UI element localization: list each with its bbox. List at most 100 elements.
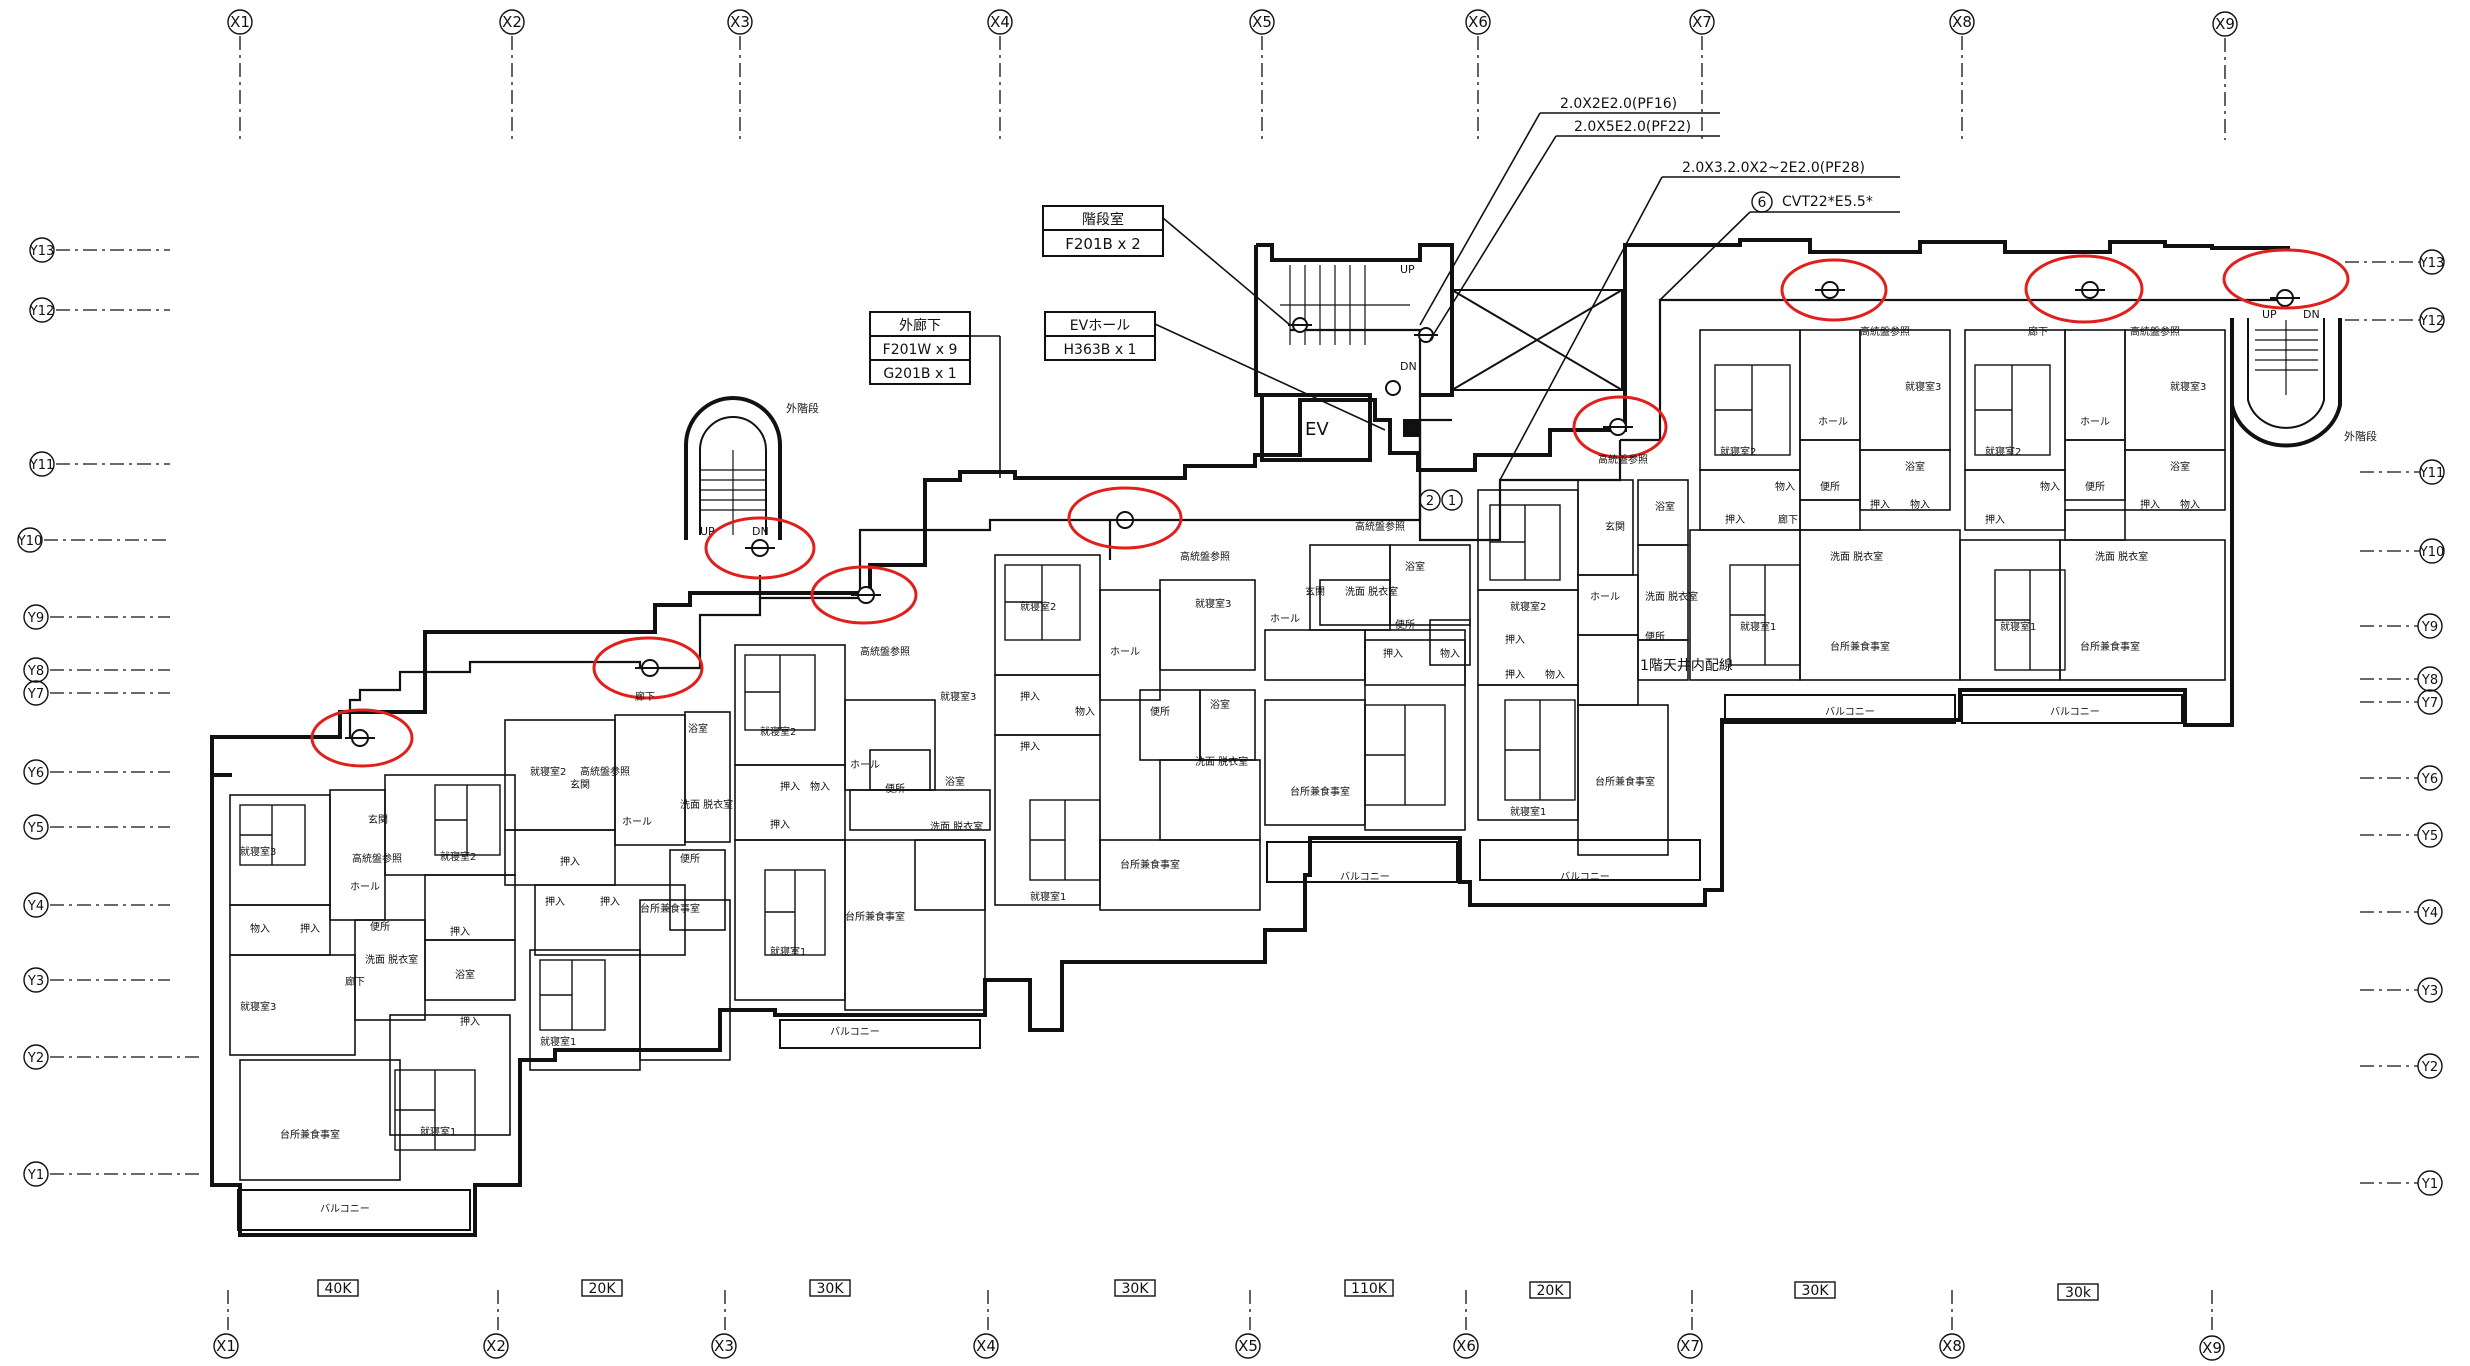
span-box: 40K bbox=[317, 1279, 359, 1297]
up-label-right: UP bbox=[2262, 308, 2277, 321]
svg-text:40K: 40K bbox=[325, 1281, 353, 1297]
room-label: 高統盤参照 bbox=[1598, 453, 1648, 466]
axis-bubble-y6-left: Y6 bbox=[23, 759, 170, 785]
room-label: 物入 bbox=[1545, 668, 1565, 681]
room-label: 玄関 bbox=[1305, 585, 1325, 598]
room-label: 就寝室1 bbox=[1510, 805, 1546, 818]
svg-text:1: 1 bbox=[1448, 494, 1456, 509]
room-label: ホール bbox=[1590, 591, 1620, 603]
room-label: ホール bbox=[1270, 613, 1300, 625]
room-label: 洗面 脱衣室 bbox=[930, 820, 983, 833]
fixture-symbol bbox=[745, 539, 775, 557]
svg-text:Y4: Y4 bbox=[2421, 906, 2438, 921]
axis-bubble-x7-bottom: X7 bbox=[1677, 1333, 1703, 1359]
y-axis-left: Y13 Y12 Y11 Y10 Y9 Y8 Y7 Y6 Y5 Y4 Y3 Y2 … bbox=[17, 237, 200, 1187]
axis-bubble-y2-left: Y2 bbox=[23, 1044, 200, 1070]
room-label: 高統盤参照 bbox=[860, 645, 910, 658]
axis-bubble-y12-right: Y12 bbox=[2345, 307, 2445, 333]
room-label: 就寝室3 bbox=[940, 690, 976, 703]
room-label: ホール bbox=[2080, 416, 2110, 428]
room-label: 物入 bbox=[250, 922, 270, 935]
room-label: ホール bbox=[1818, 416, 1848, 428]
room-label: 物入 bbox=[1440, 647, 1460, 660]
svg-text:Y3: Y3 bbox=[2421, 984, 2438, 999]
room-label: ホール bbox=[350, 881, 380, 893]
room-label: バルコニー bbox=[2050, 706, 2100, 718]
room-label: バルコニー bbox=[1560, 871, 1610, 883]
room-label: 台所兼食事室 bbox=[1120, 858, 1180, 871]
room-label: 押入 bbox=[460, 1015, 480, 1028]
svg-text:X7: X7 bbox=[1680, 1337, 1700, 1355]
svg-text:Y13: Y13 bbox=[2419, 256, 2444, 271]
span-box: 20K bbox=[581, 1279, 623, 1297]
room-label: 高統盤参照 bbox=[580, 765, 630, 778]
room-label: 押入 bbox=[1870, 498, 1890, 511]
fixture-symbol bbox=[1385, 380, 1401, 396]
room-label: 浴室 bbox=[2170, 460, 2190, 473]
svg-text:X8: X8 bbox=[1942, 1337, 1962, 1355]
room-label: 就寝室2 bbox=[440, 850, 476, 863]
axis-bubble-y5-left: Y5 bbox=[23, 814, 170, 840]
axis-bubble-y4-right: Y4 bbox=[2360, 899, 2443, 925]
axis-bubble-x7-top: X7 bbox=[1689, 9, 1715, 35]
ev-hall-value: H363B x 1 bbox=[1064, 342, 1137, 358]
stair-room-note: 階段室 F201B x 2 bbox=[1042, 205, 1291, 326]
svg-text:X7: X7 bbox=[1692, 13, 1712, 31]
ceiling-wiring-note: 1階天井内配線 bbox=[1640, 658, 1733, 674]
room-label: 押入 bbox=[780, 780, 800, 793]
svg-text:Y2: Y2 bbox=[27, 1051, 44, 1066]
corridor-fixtures bbox=[345, 281, 2300, 747]
tatami-mats bbox=[239, 364, 2066, 1151]
axis-bubble-x6-top: X6 bbox=[1465, 9, 1491, 35]
axis-bubble-y9-left: Y9 bbox=[23, 604, 170, 630]
svg-text:Y8: Y8 bbox=[27, 664, 44, 679]
svg-text:X4: X4 bbox=[976, 1337, 996, 1355]
room-label: 浴室 bbox=[945, 775, 965, 788]
room-label: ホール bbox=[1110, 646, 1140, 658]
room-label: 就寝室2 bbox=[530, 765, 566, 778]
axis-bubble-x8-top: X8 bbox=[1949, 9, 1975, 35]
axis-bubble-x2-bottom: X2 bbox=[483, 1333, 509, 1359]
room-label: 便所 bbox=[1820, 480, 1840, 493]
room-label: 浴室 bbox=[1405, 560, 1425, 573]
room-label: 押入 bbox=[300, 922, 320, 935]
axis-bubble-x5-bottom: X5 bbox=[1235, 1333, 1261, 1359]
fixture-symbol bbox=[2075, 281, 2105, 299]
room-label: 物入 bbox=[1775, 480, 1795, 493]
room-label: 就寝室2 bbox=[1720, 445, 1756, 458]
unit-partitions bbox=[229, 329, 2226, 1181]
room-label: 高統盤参照 bbox=[1860, 325, 1910, 338]
axis-bubble-y11-right: Y11 bbox=[2360, 459, 2445, 485]
highlight-ring bbox=[592, 636, 704, 700]
axis-bubble-x4-bottom: X4 bbox=[973, 1333, 999, 1359]
room-label: 物入 bbox=[2040, 480, 2060, 493]
svg-text:X2: X2 bbox=[502, 13, 522, 31]
axis-bubble-y11-left: Y11 bbox=[29, 451, 170, 477]
svg-text:Y11: Y11 bbox=[2419, 466, 2444, 481]
room-label: 台所兼食事室 bbox=[1290, 785, 1350, 798]
dn-label-right: DN bbox=[2303, 308, 2320, 321]
svg-text:Y6: Y6 bbox=[27, 766, 44, 781]
svg-text:Y10: Y10 bbox=[2419, 545, 2444, 560]
axis-bubble-y3-right: Y3 bbox=[2360, 977, 2443, 1003]
ev-label: EV bbox=[1305, 419, 1329, 440]
room-label: 就寝室3 bbox=[1905, 380, 1941, 393]
room-label: 押入 bbox=[1985, 513, 2005, 526]
room-label: 就寝室3 bbox=[1195, 597, 1231, 610]
room-label: 就寝室1 bbox=[2000, 620, 2036, 633]
room-label: 洗面 脱衣室 bbox=[1195, 755, 1248, 768]
fixture-symbol bbox=[1603, 418, 1633, 436]
marker-2: 2 bbox=[1419, 489, 1441, 511]
svg-text:Y7: Y7 bbox=[2421, 696, 2438, 711]
stair-room-value: F201B x 2 bbox=[1065, 235, 1141, 253]
dn-label-stair: DN bbox=[1400, 360, 1417, 373]
fixture-symbol bbox=[851, 586, 881, 604]
svg-text:X1: X1 bbox=[216, 1337, 236, 1355]
svg-text:Y5: Y5 bbox=[2421, 829, 2438, 844]
ev-hall-note: EVホール H363B x 1 bbox=[1044, 311, 1386, 431]
axis-bubble-y8-left: Y8 bbox=[23, 657, 170, 683]
room-label: 浴室 bbox=[688, 722, 708, 735]
room-label: 台所兼食事室 bbox=[640, 902, 700, 915]
svg-text:Y1: Y1 bbox=[27, 1168, 44, 1183]
svg-text:Y7: Y7 bbox=[27, 687, 44, 702]
